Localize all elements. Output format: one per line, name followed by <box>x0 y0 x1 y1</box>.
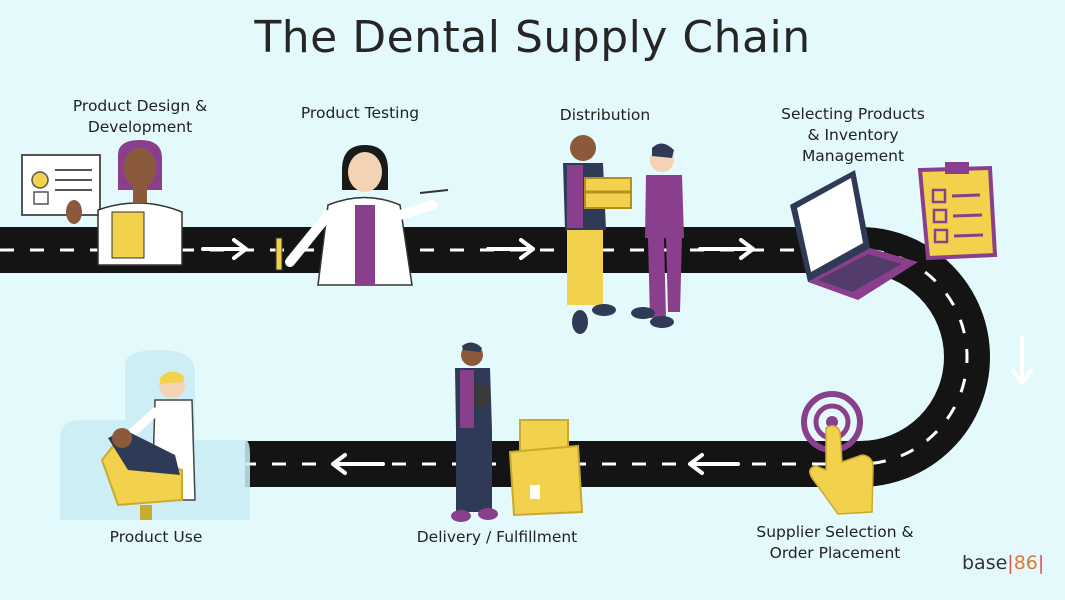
step-label-distribution: Distribution <box>559 106 651 124</box>
clipboard-icon <box>917 162 998 261</box>
delivery-illustration <box>451 342 584 522</box>
swab-icon <box>419 189 449 194</box>
order-placement-illustration <box>801 391 874 515</box>
distribution-illustration <box>563 135 684 334</box>
brand-number: 86 <box>1013 552 1038 574</box>
step-label-delivery: Delivery / Fulfillment <box>416 528 578 546</box>
product-testing-illustration <box>275 145 449 286</box>
arrow-right-icon <box>698 238 755 260</box>
laptop-icon <box>790 170 918 300</box>
arrow-left-icon <box>688 453 740 475</box>
step-label-supplier-selection: Supplier Selection & Order Placement <box>756 523 914 562</box>
dental-chair-icon <box>100 428 183 520</box>
step-label-selecting-products: Selecting Products & Inventory Managemen… <box>781 105 925 165</box>
page-title: The Dental Supply Chain <box>254 12 811 63</box>
arrow-left-icon <box>331 453 385 475</box>
receiver-person <box>631 143 684 328</box>
designer-person <box>66 140 183 266</box>
product-design-illustration <box>21 140 183 266</box>
brand-name: base <box>962 552 1008 574</box>
delivery-person <box>451 342 498 522</box>
selecting-products-illustration <box>790 162 998 300</box>
arrow-right-icon <box>486 238 535 260</box>
package-box-icon <box>584 177 632 209</box>
flow-arrows <box>201 238 1033 475</box>
test-tube-icon <box>275 237 283 271</box>
arrow-right-icon <box>201 238 248 260</box>
whiteboard-icon <box>21 154 101 216</box>
step-label-product-use: Product Use <box>109 528 203 546</box>
step-label-product-testing: Product Testing <box>300 104 420 122</box>
arrow-down-icon <box>1011 336 1033 385</box>
hand-pointer-icon <box>809 425 874 515</box>
brand-logo: base|86| <box>962 552 1045 574</box>
step-label-product-design: Product Design & Development <box>72 97 208 136</box>
clipboard-icon <box>474 385 490 405</box>
stacked-boxes-icon <box>508 419 584 517</box>
product-use-illustration <box>60 350 250 520</box>
